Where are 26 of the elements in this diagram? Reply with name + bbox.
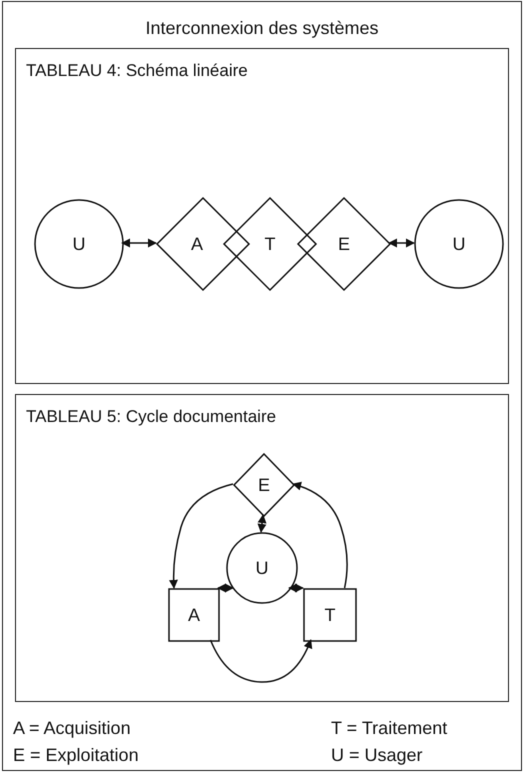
node-label: E	[258, 476, 270, 494]
legend-text: T = Traitement	[331, 718, 448, 739]
legend-text: E = Exploitation	[13, 745, 139, 766]
arrow	[210, 639, 312, 683]
arrow	[169, 483, 234, 589]
node-label: T	[264, 235, 276, 253]
legend-text: U = Usager	[331, 745, 423, 766]
double-arrow	[388, 238, 415, 248]
panel-frame	[15, 48, 509, 384]
arrow	[292, 482, 348, 588]
node-label: A	[190, 235, 203, 253]
diagram-title: Interconnexion des systèmes	[144, 18, 380, 39]
node-label: E	[338, 235, 350, 253]
double-arrow	[257, 514, 267, 533]
panel-heading: TABLEAU 4: Schéma linéaire	[26, 61, 248, 81]
panel-heading: TABLEAU 5: Cycle documentaire	[26, 407, 276, 427]
double-arrow	[288, 584, 304, 592]
node-label: U	[72, 235, 86, 253]
double-arrow	[121, 238, 157, 248]
node-label: U	[452, 235, 466, 253]
double-arrow	[217, 584, 234, 592]
node-label: U	[256, 559, 268, 577]
node-label: T	[324, 606, 336, 624]
node-label: A	[188, 606, 200, 624]
panel-frame	[15, 394, 509, 702]
legend-text: A = Acquisition	[13, 718, 131, 739]
